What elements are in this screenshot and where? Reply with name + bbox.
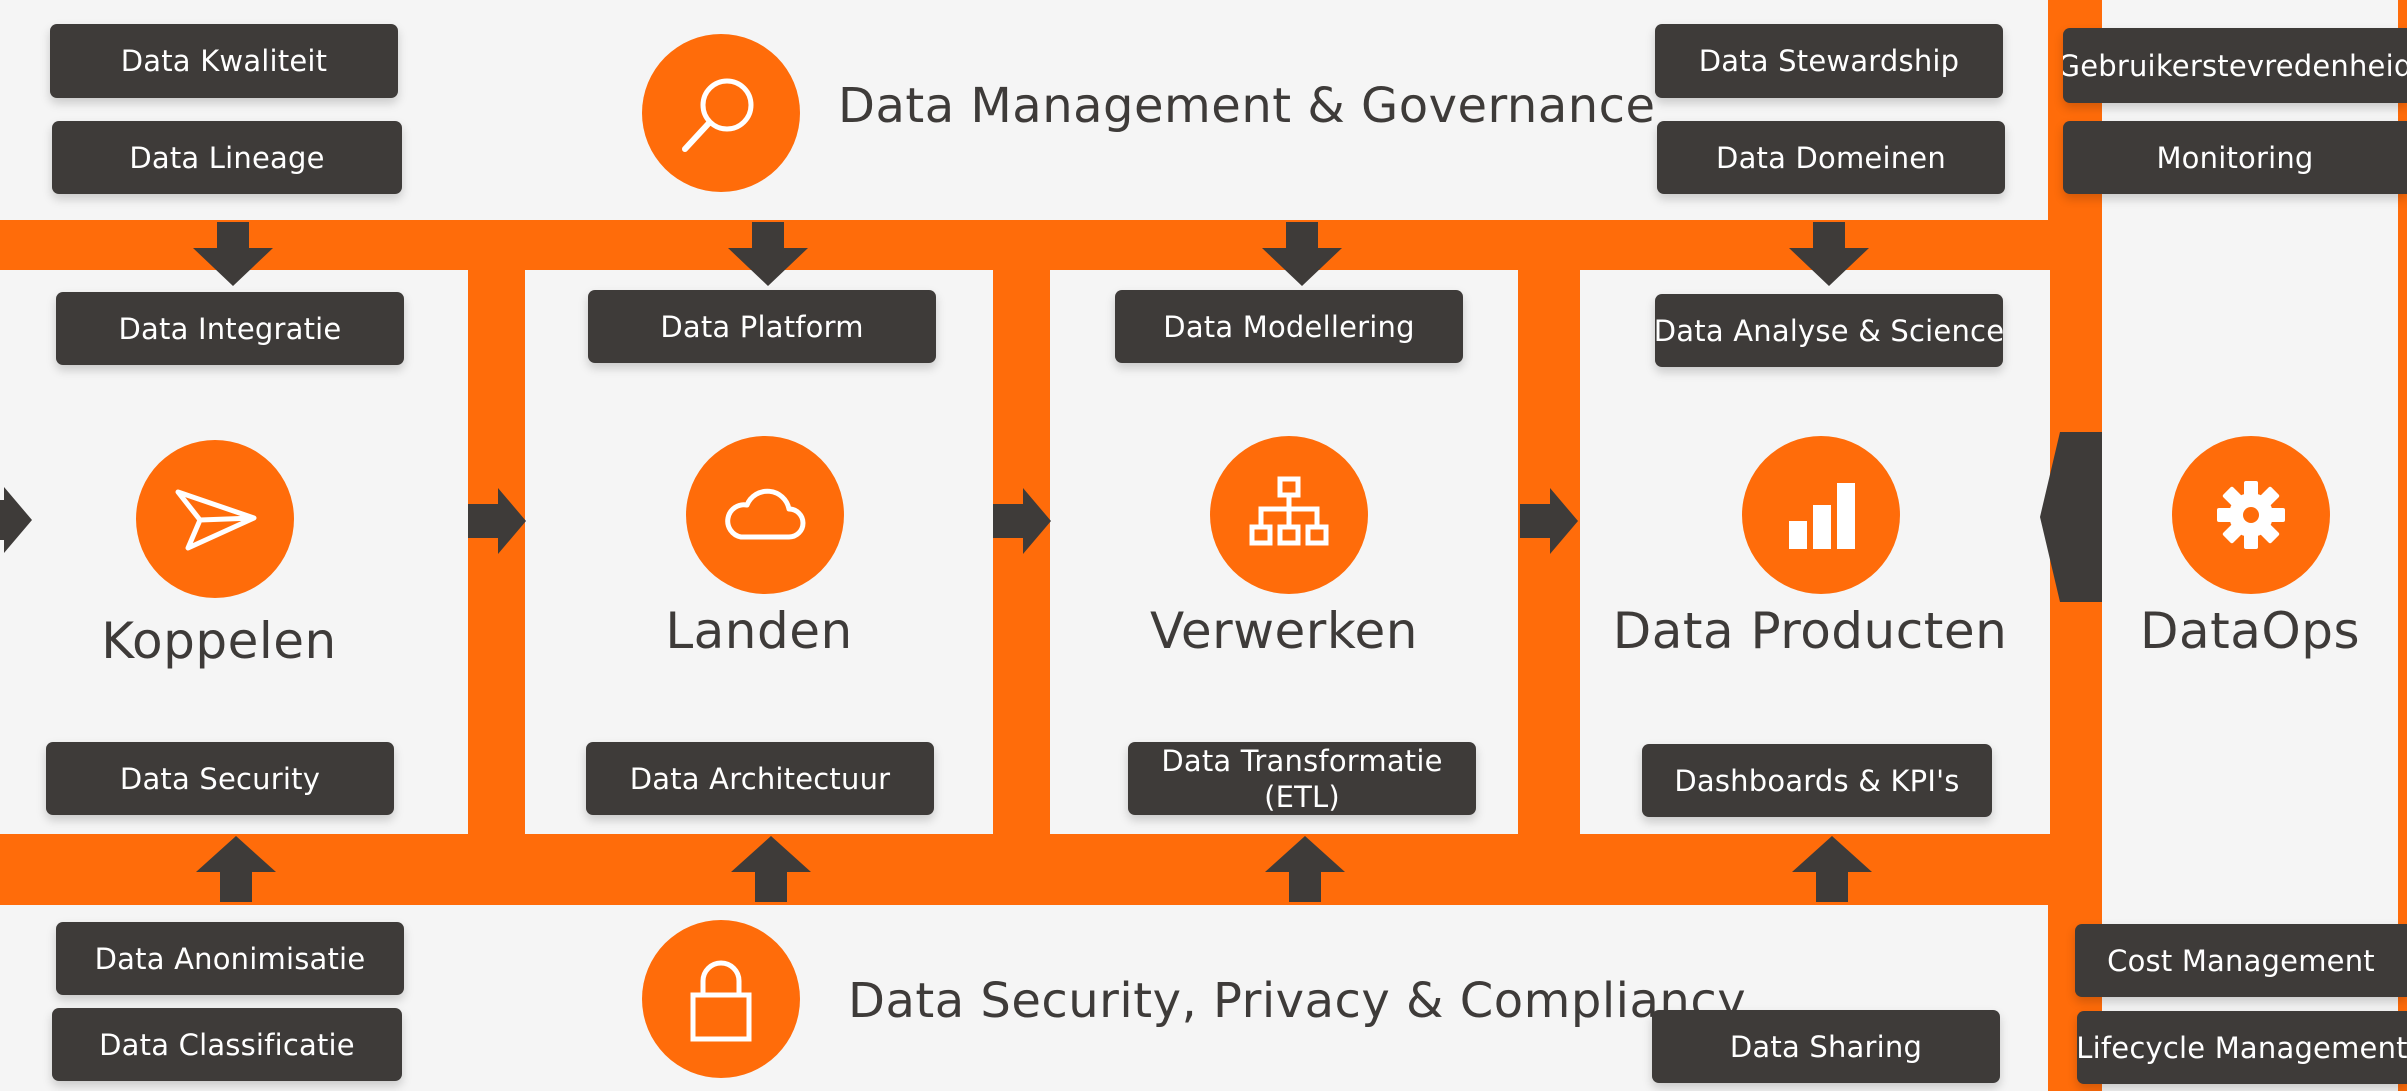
tag-dashboards-kpis: Dashboards & KPI's [1642, 744, 1992, 817]
lock-icon-circle [642, 920, 800, 1078]
tag-data-kwaliteit: Data Kwaliteit [50, 24, 398, 98]
cloud-icon [725, 488, 806, 540]
tag-data-analyse-science: Data Analyse & Science [1655, 294, 2003, 367]
tag-data-architectuur: Data Architectuur [586, 742, 934, 815]
tag-cost-management: Cost Management [2075, 924, 2407, 997]
gear-icon-circle [2172, 436, 2330, 594]
tag-data-sharing: Data Sharing [1652, 1010, 2000, 1083]
tag-data-security: Data Security [46, 742, 394, 815]
left-arrow-dataops [2040, 432, 2102, 602]
tag-monitoring: Monitoring [2063, 121, 2407, 194]
tag-data-transformatie: Data Transformatie (ETL) [1128, 742, 1476, 815]
tag-data-domeinen: Data Domeinen [1657, 121, 2005, 194]
tag-data-anonimisatie: Data Anonimisatie [56, 922, 404, 995]
security-title: Data Security, Privacy & Compliancy [848, 973, 1747, 1029]
send-icon [175, 489, 257, 551]
search-icon [682, 78, 754, 152]
up-arrow-data-producten [1792, 836, 1872, 902]
down-arrow-data-producten [1789, 222, 1869, 286]
dataops-title: DataOps [2139, 602, 2361, 660]
bar-chart-icon-circle [1742, 436, 1900, 594]
tag-data-stewardship: Data Stewardship [1655, 24, 2003, 98]
right-arrow-verwerken-producten [1520, 488, 1578, 554]
up-arrow-landen [731, 836, 811, 902]
lock-icon [690, 960, 752, 1042]
down-arrow-koppelen [193, 222, 273, 286]
down-arrow-verwerken [1262, 222, 1342, 286]
stage-title-landen: Landen [665, 602, 853, 660]
tag-data-modellering: Data Modellering [1115, 290, 1463, 363]
send-icon-circle [136, 440, 294, 598]
tag-lifecycle-management: Lifecycle Management [2077, 1011, 2407, 1084]
tag-data-lineage: Data Lineage [52, 121, 402, 194]
gear-icon [2217, 481, 2285, 549]
tag-data-platform: Data Platform [588, 290, 936, 363]
tag-gebruikerstevredenheid: Gebruikerstevredenheid [2063, 28, 2407, 103]
down-arrow-landen [728, 222, 808, 286]
hierarchy-icon [1249, 476, 1329, 546]
tag-data-classificatie: Data Classificatie [52, 1008, 402, 1081]
right-arrow-entry [0, 487, 32, 553]
stage-title-verwerken: Verwerken [1150, 602, 1418, 660]
right-arrow-landen-verwerken [993, 488, 1051, 554]
bar-chart-icon [1789, 483, 1855, 549]
up-arrow-koppelen [196, 836, 276, 902]
hierarchy-icon-circle [1210, 436, 1368, 594]
right-arrow-koppelen-landen [468, 488, 526, 554]
right-edge-band [2398, 0, 2407, 1091]
search-icon-circle [642, 34, 800, 192]
top-orange-band [0, 220, 2102, 270]
tag-data-integratie: Data Integratie [56, 292, 404, 365]
up-arrow-verwerken [1265, 836, 1345, 902]
stage-title-data-producten: Data Producten [1612, 602, 2008, 660]
governance-title: Data Management & Governance [838, 78, 1656, 134]
stage-title-koppelen: Koppelen [101, 612, 337, 670]
bottom-orange-band [0, 835, 2050, 905]
cloud-icon-circle [686, 436, 844, 594]
